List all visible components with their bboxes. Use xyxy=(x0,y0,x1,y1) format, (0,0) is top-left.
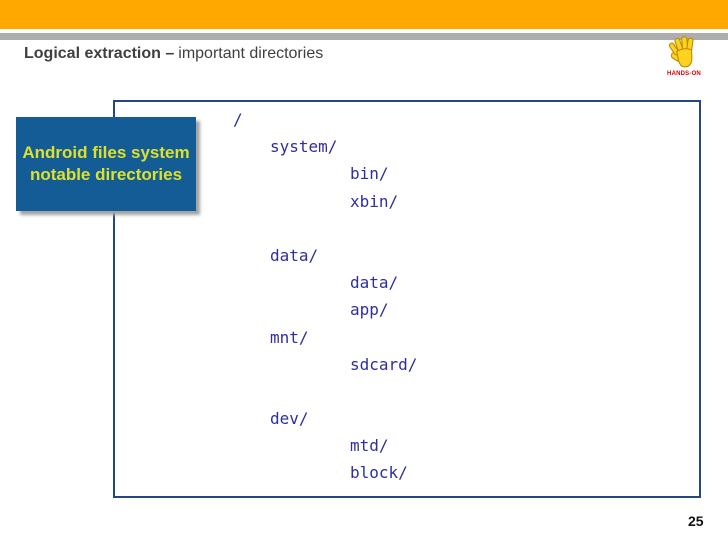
callout-line-1: Android files system xyxy=(22,143,190,162)
hands-on-badge: HANDS-ON xyxy=(660,36,708,77)
tree-item-app: app/ xyxy=(350,300,389,320)
tree-item-root: / xyxy=(233,110,243,129)
callout-line-2: notable directories xyxy=(29,165,183,184)
page-title-regular: important directories xyxy=(178,45,324,62)
page-title: Logical extraction –important directorie… xyxy=(24,45,323,63)
tree-item-system: system/ xyxy=(270,137,338,157)
hand-icon xyxy=(668,36,694,68)
tree-item-mnt: mnt/ xyxy=(270,327,309,347)
tree-item-sdcard: sdcard/ xyxy=(350,354,418,374)
tree-item-data: data/ xyxy=(270,245,319,265)
tree-item-block: block/ xyxy=(350,463,408,483)
tree-item-dev: dev/ xyxy=(270,409,309,429)
page-number: 25 xyxy=(688,513,704,529)
directory-tree: / system/ bin/ xbin/ data/ data/ app/ mn… xyxy=(115,102,699,487)
directory-tree-panel: / system/ bin/ xbin/ data/ data/ app/ mn… xyxy=(113,100,701,498)
android-filesystem-callout: Android files system notable directories xyxy=(16,117,196,211)
hands-on-label: HANDS-ON xyxy=(667,71,701,77)
tree-item-bin: bin/ xyxy=(350,164,389,184)
tree-item-xbin: xbin/ xyxy=(350,191,399,211)
page-title-bold: Logical extraction – xyxy=(24,45,175,62)
header-divider-bar xyxy=(0,33,728,40)
top-accent-bar xyxy=(0,0,728,29)
tree-item-data-data: data/ xyxy=(350,273,399,293)
tree-item-mtd: mtd/ xyxy=(350,436,389,456)
